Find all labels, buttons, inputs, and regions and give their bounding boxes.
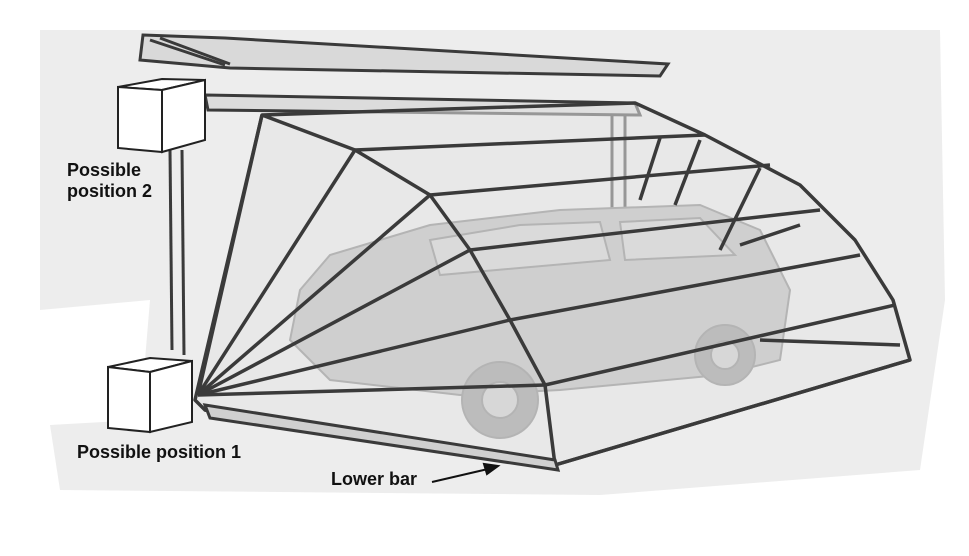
possible-position-2-line2: position 2	[67, 181, 152, 201]
box-position-1	[107, 356, 193, 434]
box-position-2	[117, 77, 206, 154]
lower-bar	[202, 403, 561, 472]
lower-bar-label: Lower bar	[331, 469, 418, 489]
possible-position-1-label: Possible position 1	[77, 442, 242, 462]
overhead-panel	[138, 33, 671, 78]
possible-position-2-line1: Possible	[67, 160, 142, 180]
folding-door	[193, 101, 912, 467]
lower-bar-arrow	[431, 462, 501, 483]
possible-position-2-label: Possible position 2	[67, 160, 152, 202]
